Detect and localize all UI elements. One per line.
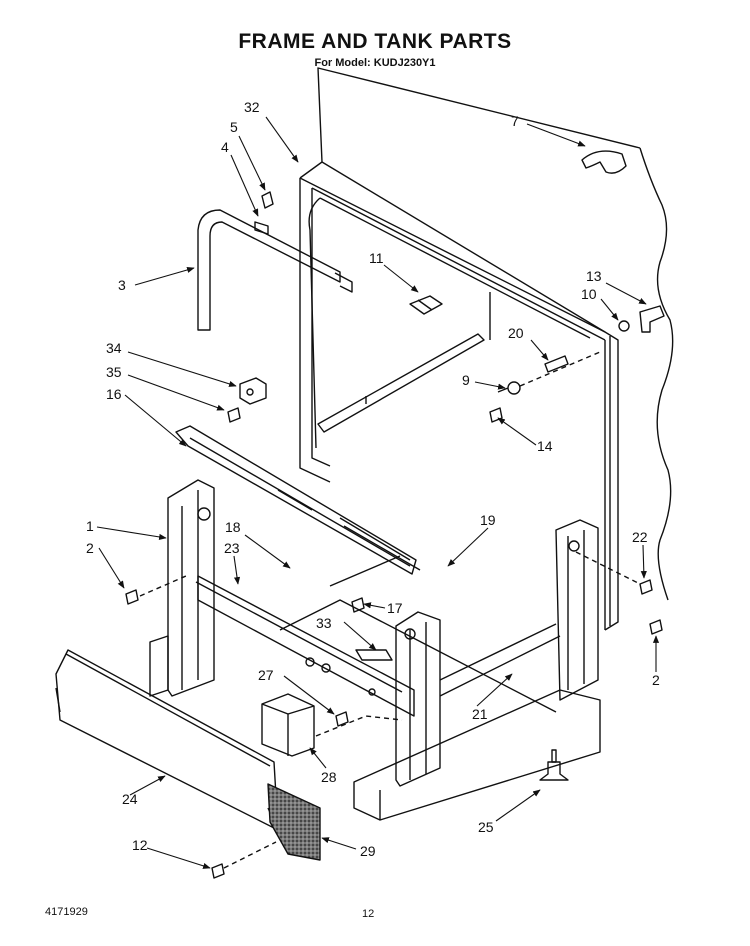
screw-2-right: [649, 619, 663, 635]
screw-17: [351, 597, 365, 613]
leader-lines: [96, 116, 660, 869]
insulation-pad: [267, 783, 321, 861]
control-box: [261, 693, 315, 757]
switch-screw: [227, 407, 241, 423]
inner-rail: [339, 517, 421, 571]
callout-28: 28: [321, 769, 337, 785]
callout-35: 35: [106, 364, 122, 380]
callout-2: 2: [86, 540, 94, 556]
fitting: [497, 381, 521, 395]
screw-2-left: [125, 589, 139, 605]
screw-27: [335, 711, 349, 727]
callout-25: 25: [478, 819, 494, 835]
right-frame-post: [555, 519, 599, 701]
screw-22: [639, 579, 653, 595]
toe-panel: [55, 649, 279, 831]
callout-2-right: 2: [652, 672, 660, 688]
assembly-line: [575, 551, 641, 585]
clip: [409, 295, 443, 315]
base-frame: [195, 555, 601, 821]
tank-shell: [299, 67, 674, 631]
top-bracket: [581, 150, 627, 174]
leveling-leg: [539, 749, 569, 781]
tab: [355, 649, 393, 661]
assembly-line: [315, 715, 403, 737]
feed-tube: [197, 209, 353, 331]
document-number: 4171929: [45, 906, 88, 918]
callout-labels: 32 5 4 7 3 11 13 10 20 9 14 34 35 16 1 2…: [86, 99, 660, 859]
callout-12: 12: [132, 837, 148, 853]
page-title: FRAME AND TANK PARTS: [238, 30, 512, 53]
callout-3: 3: [118, 277, 126, 293]
callout-13: 13: [586, 268, 602, 284]
callout-11: 11: [369, 250, 384, 266]
callout-22: 22: [632, 529, 648, 545]
callout-14: 14: [537, 438, 553, 454]
callout-7: 7: [511, 113, 519, 129]
tube-clip: [254, 221, 269, 235]
callout-19: 19: [480, 512, 496, 528]
front-top-rail: [175, 425, 417, 575]
nut: [618, 320, 630, 332]
page-number: 12: [362, 908, 375, 920]
callout-24: 24: [122, 791, 138, 807]
assembly-line: [519, 351, 601, 387]
assembly-line: [223, 841, 277, 869]
callout-29: 29: [360, 843, 376, 859]
callout-34: 34: [106, 340, 122, 356]
screw-12: [211, 863, 225, 879]
callout-20: 20: [508, 325, 524, 341]
model-subtitle: For Model: KUDJ230Y1: [314, 57, 436, 69]
hinge-bracket: [639, 305, 665, 333]
callout-16: 16: [106, 386, 122, 402]
callout-9: 9: [462, 372, 470, 388]
small-screw: [261, 191, 274, 209]
callout-27: 27: [258, 667, 274, 683]
callout-5: 5: [230, 119, 238, 135]
callout-17: 17: [387, 600, 403, 616]
assembly-line: [139, 575, 187, 597]
callout-10: 10: [581, 286, 597, 302]
tank-rail: [317, 333, 485, 433]
callout-1: 1: [86, 518, 94, 534]
switch-block: [239, 377, 267, 405]
callout-21: 21: [472, 706, 488, 722]
callout-23: 23: [224, 540, 240, 556]
callout-18: 18: [225, 519, 241, 535]
callout-33: 33: [316, 615, 332, 631]
spacer: [544, 355, 569, 373]
callout-4: 4: [221, 139, 229, 155]
callout-32: 32: [244, 99, 260, 115]
